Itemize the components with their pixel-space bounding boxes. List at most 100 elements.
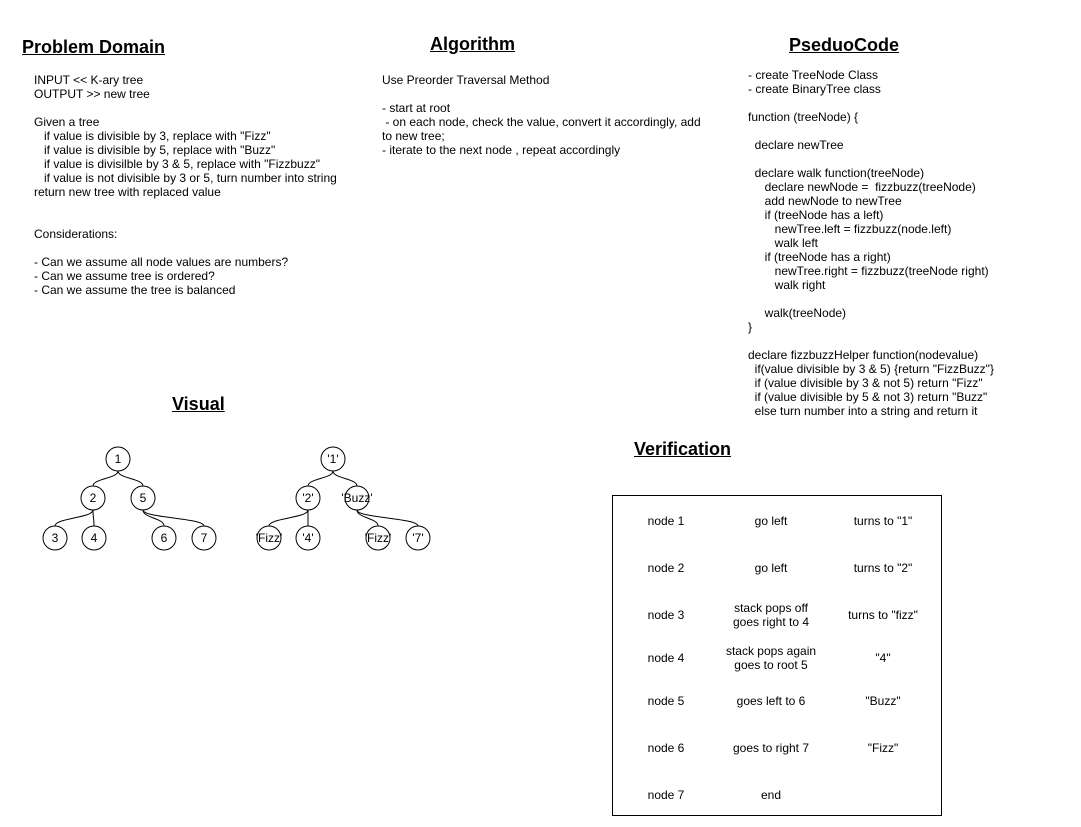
pseudocode-line: declare newTree [748, 138, 844, 152]
verification-action-cell: go left [754, 561, 788, 575]
input-tree-node-circle [151, 525, 177, 551]
input-tree-edge [117, 470, 144, 487]
verification-result-cell: turns to "2" [853, 561, 913, 575]
pseudocode-line: if (treeNode has a right) [748, 250, 891, 264]
output-tree-node-circle [344, 485, 370, 511]
algorithm-line: - on each node, check the value, convert… [382, 115, 701, 129]
pseudocode-line: if (value divisible by 3 & not 5) return… [748, 376, 983, 390]
output-tree-edge [268, 509, 309, 527]
output-tree-edge [332, 470, 358, 487]
output-tree-node-circle [320, 446, 346, 472]
verification-action-cell: go left [754, 514, 788, 528]
verification-action-cell: end [760, 788, 782, 802]
output-tree-node-label: '2' [302, 491, 313, 505]
input-tree-edge [54, 509, 94, 527]
input-tree-node: 5 [130, 485, 156, 511]
visual-title: Visual [172, 394, 225, 414]
pseudocode-line: declare newNode = fizzbuzz(treeNode) [748, 180, 976, 194]
input-tree-edge [92, 509, 95, 527]
output-tree-edge [356, 509, 419, 527]
input-tree-node-circle [105, 446, 131, 472]
problem-domain-line: if value is divisilble by 3 & 5, replace… [34, 157, 320, 171]
verification-node-cell: node 6 [647, 741, 685, 755]
input-tree-node-label: 3 [52, 531, 59, 545]
input-tree-node-label: 1 [115, 452, 122, 466]
algorithm-title: Algorithm [430, 34, 515, 54]
input-tree-edge [142, 509, 205, 527]
input-tree-node-circle [80, 485, 106, 511]
verification-title: Verification [634, 439, 732, 459]
output-tree-node-label: 'Fizz' [365, 531, 392, 545]
pseudocode-title: PseduoCode [789, 35, 900, 55]
problem-domain-line: return new tree with replaced value [34, 185, 221, 199]
output-tree-node: '1' [320, 446, 346, 472]
pseudocode-line: if(value divisible by 3 & 5) {return "Fi… [748, 362, 994, 376]
output-tree-node-label: '7' [412, 531, 423, 545]
algorithm-line: to new tree; [382, 129, 445, 143]
verification-action-cell: goes to right 7 [732, 741, 810, 755]
output-tree-node: '7' [405, 525, 431, 551]
pseudocode-line: declare fizzbuzzHelper function(nodevalu… [748, 348, 979, 362]
output-tree-node-circle [295, 485, 321, 511]
verification-node-cell: node 4 [647, 651, 685, 665]
input-tree-node-circle [191, 525, 217, 551]
output-tree-node: '2' [295, 485, 321, 511]
output-tree-node-circle [365, 525, 391, 551]
algorithm-line: Use Preorder Traversal Method [382, 73, 550, 87]
pseudocode-line: add newNode to newTree [748, 194, 902, 208]
input-tree-node-circle [130, 485, 156, 511]
verification-node-cell: node 3 [647, 608, 685, 622]
input-tree-edge [92, 470, 119, 487]
problem-domain-line: - Can we assume tree is ordered? [34, 269, 215, 283]
pseudocode-line: if (value divisible by 5 & not 3) return… [748, 390, 988, 404]
verification-node-cell: node 1 [647, 514, 685, 528]
verification-node-cell: node 2 [647, 561, 685, 575]
output-tree-edge [307, 470, 334, 487]
output-tree-node-label: '1' [327, 452, 338, 466]
verification-result-cell: "Fizz" [867, 741, 899, 755]
output-tree-node-circle [405, 525, 431, 551]
output-tree-node-label: 'Fizz' [256, 531, 283, 545]
problem-domain-line: OUTPUT >> new tree [34, 87, 150, 101]
output-tree-node-label: '4' [302, 531, 313, 545]
pseudocode-line: function (treeNode) { [748, 110, 859, 124]
pseudocode-line: - create TreeNode Class [748, 68, 879, 82]
input-tree-node: 2 [80, 485, 106, 511]
pseudocode-line: walk right [748, 278, 826, 292]
problem-domain-line: Given a tree [34, 115, 100, 129]
verification-action-cell: stack pops off goes right to 4 [732, 601, 810, 629]
output-tree-node: 'Fizz' [365, 525, 392, 551]
problem-domain-line: - Can we assume all node values are numb… [34, 255, 289, 269]
verification-action-cell: goes left to 6 [736, 694, 806, 708]
problem-domain-line: if value is not divisible by 3 or 5, tur… [34, 171, 337, 185]
problem-domain-title: Problem Domain [22, 37, 166, 57]
verification-result-cell: turns to "fizz" [848, 608, 918, 622]
algorithm-line: - iterate to the next node , repeat acco… [382, 143, 621, 157]
pseudocode-text: - create TreeNode Class- create BinaryTr… [748, 68, 994, 418]
verification-result-cell: "Buzz" [865, 694, 901, 708]
algorithm-text: Use Preorder Traversal Method - start at… [382, 73, 701, 157]
pseudocode-line: newTree.left = fizzbuzz(node.left) [748, 222, 952, 236]
verification-node-cell: node 5 [647, 694, 685, 708]
input-tree-node: 3 [42, 525, 68, 551]
pseudocode-line: walk(treeNode) [748, 306, 847, 320]
pseudocode-line: declare walk function(treeNode) [748, 166, 925, 180]
pseudocode-line: else turn number into a string and retur… [748, 404, 978, 418]
input-tree-node-label: 5 [140, 491, 147, 505]
input-tree-node-circle [81, 525, 107, 551]
verification-action-cell: stack pops again goes to root 5 [725, 644, 817, 672]
input-tree-node-label: 4 [91, 531, 98, 545]
input-tree-node: 7 [191, 525, 217, 551]
output-tree-node-circle [256, 525, 282, 551]
output-tree-node: '4' [295, 525, 321, 551]
problem-domain-line: Considerations: [34, 227, 118, 241]
algorithm-line: - start at root [382, 101, 451, 115]
input-tree-node-label: 7 [201, 531, 208, 545]
input-tree-node: 1 [105, 446, 131, 472]
output-tree-node: 'Buzz' [341, 485, 373, 511]
input-tree-node: 4 [81, 525, 107, 551]
input-tree-node-label: 2 [90, 491, 97, 505]
